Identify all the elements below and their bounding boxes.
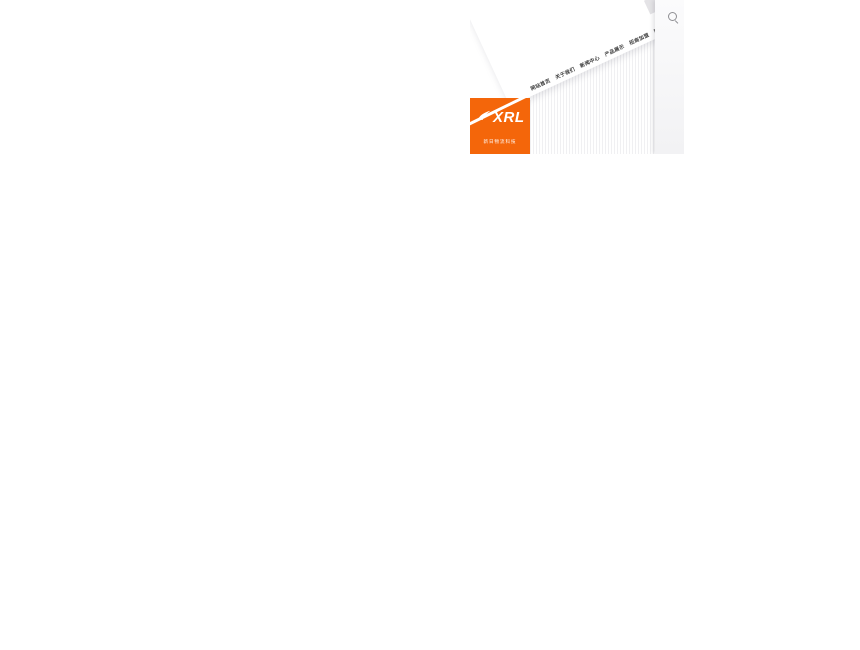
logo-text: XRL — [493, 109, 525, 126]
search-icon — [668, 12, 677, 21]
logo[interactable]: XRL 新日物流科技 — [470, 98, 530, 154]
header-screenshot-region: 网站首页 关于我们 新闻中心 产品展示 招商加盟 联系我们 XRL 新日物流科技 — [470, 0, 684, 154]
search-button[interactable] — [667, 11, 681, 25]
page-edge-panel — [655, 0, 684, 154]
search-icon-handle — [674, 20, 679, 25]
logo-subtext: 新日物流科技 — [483, 139, 517, 144]
wing-icon — [476, 110, 491, 122]
